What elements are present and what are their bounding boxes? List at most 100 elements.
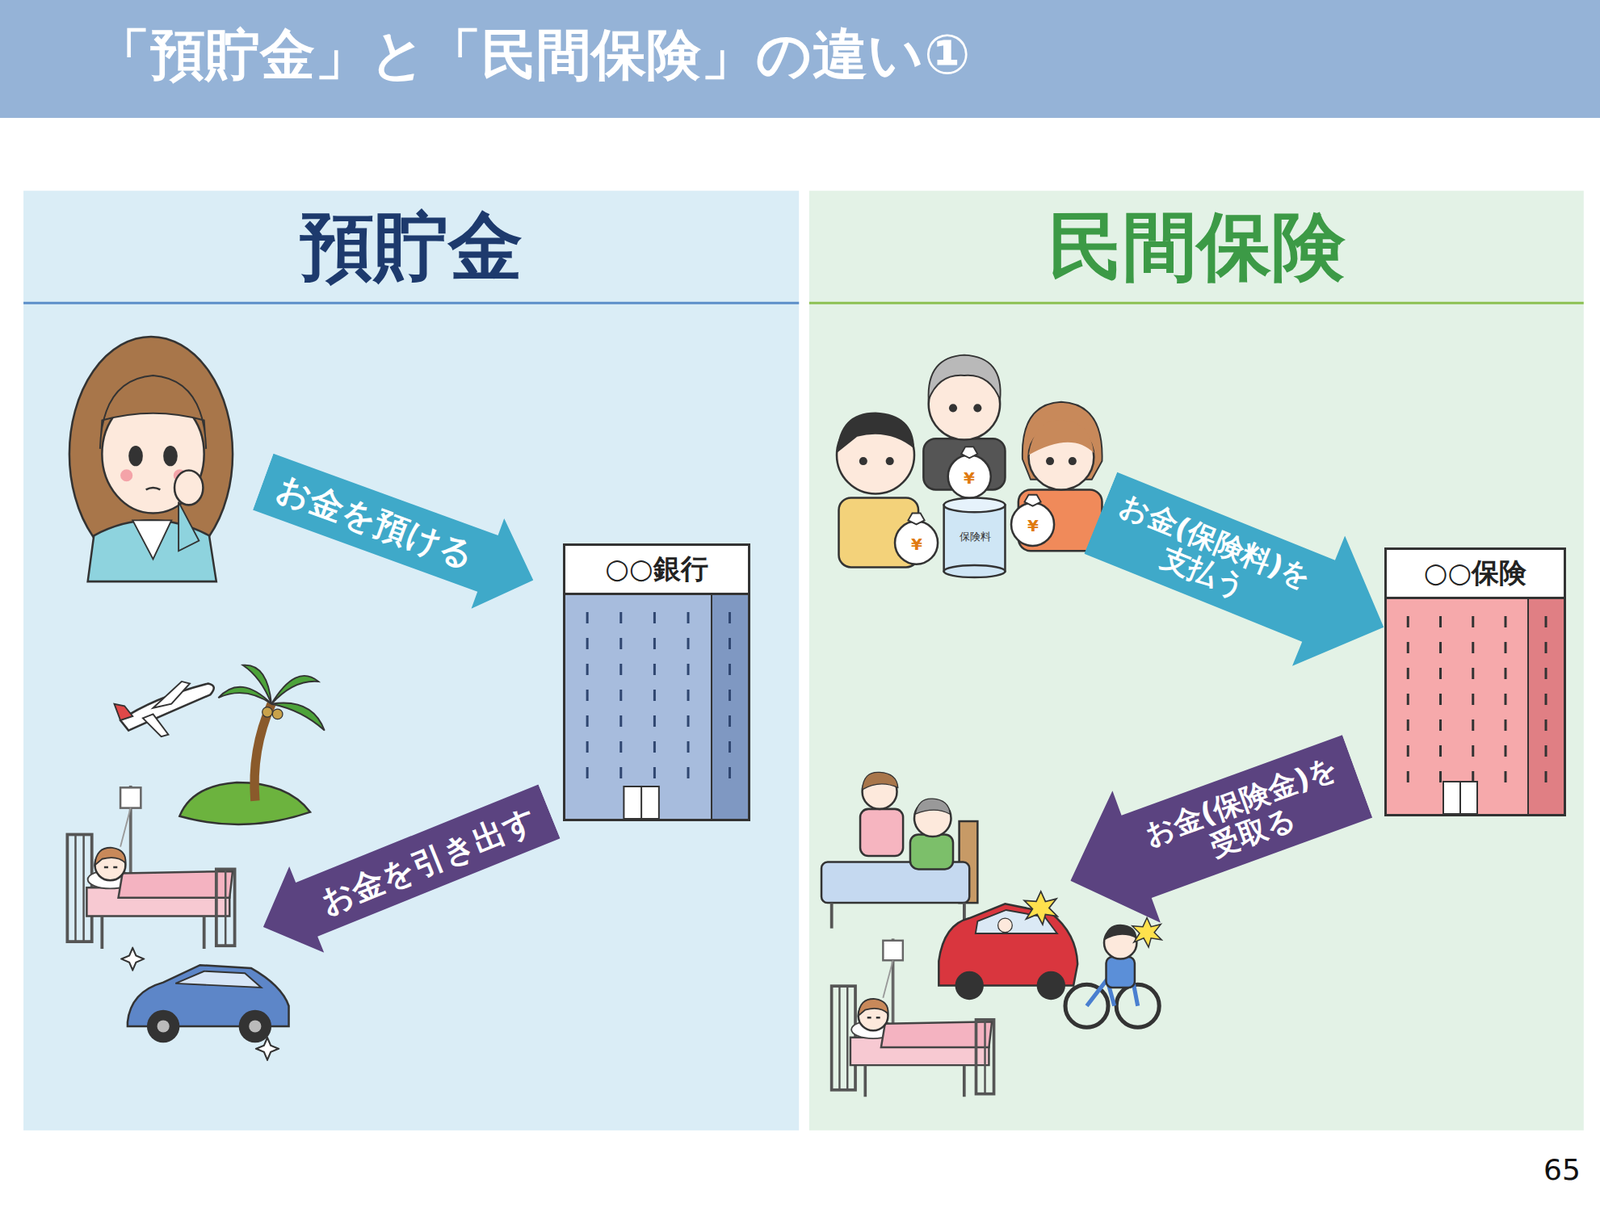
building-facade-part	[619, 767, 622, 779]
palm-island-part	[262, 707, 273, 719]
panel: お金(保険料)を 支払う○○保険お金(保険金)を 受取る民間保険	[809, 190, 1584, 1131]
building-facade-part	[1504, 771, 1508, 783]
woman-figure-part	[100, 375, 206, 450]
blue-car-part	[157, 1020, 170, 1033]
bicycle-kid-part	[1116, 984, 1160, 1028]
palm-island-part	[271, 676, 319, 705]
premium-can-part	[944, 565, 1006, 578]
label-holder: 65	[1543, 1154, 1581, 1187]
building-facade-part	[1504, 719, 1508, 731]
building-facade-part	[1439, 719, 1442, 731]
building-facade-part	[1439, 642, 1442, 654]
building-facade-part	[1545, 719, 1548, 731]
building-facade-part	[623, 786, 659, 819]
building-facade-part	[1545, 771, 1548, 783]
blue-car-part	[248, 1020, 261, 1033]
title-holder: 「預貯金」と「民間保険」の違い①	[95, 19, 971, 91]
label-holder: ¥	[911, 535, 923, 554]
care-bed-part	[915, 798, 950, 815]
premium-can-part	[944, 498, 1006, 513]
palm-island-part	[218, 687, 272, 705]
building: ○○銀行	[562, 543, 751, 822]
building-facade-part	[1406, 745, 1410, 757]
bicycle-kid-part	[1104, 924, 1137, 941]
care-bed-part	[910, 834, 954, 870]
arrow-shape: お金(保険料)を 支払う	[1074, 448, 1411, 693]
palm-island-part	[272, 709, 283, 720]
label-holder: ¥	[1027, 516, 1039, 535]
plane-icon-part	[153, 681, 190, 709]
building-facade-part	[653, 741, 656, 753]
illustration-part-part	[256, 1037, 279, 1061]
building-facade-part	[1504, 616, 1508, 628]
building: ○○保険	[1384, 547, 1567, 817]
arrow-shape: お金を引き出す	[245, 768, 567, 971]
arrow-body-part	[246, 436, 550, 626]
building-facade-part	[1471, 642, 1475, 654]
woman-figure-part	[163, 445, 178, 467]
building-facade-part	[619, 663, 622, 676]
building-facade-part	[619, 612, 622, 624]
plane-icon-part	[142, 713, 169, 737]
building-facade-part	[1545, 616, 1548, 628]
building-facade-part	[1406, 616, 1410, 628]
building-facade-part	[687, 767, 690, 779]
illustration-part-part	[67, 785, 235, 950]
arrow-label: お金を引き出す	[313, 799, 543, 922]
building-facade-part	[728, 741, 731, 753]
money-bags	[894, 446, 1055, 564]
building-facade-part	[1471, 667, 1475, 680]
insurance-panel-ground	[809, 190, 1584, 1131]
panel: お金を預ける○○銀行お金を引き出す預貯金	[23, 190, 799, 1131]
three-people-part	[949, 403, 958, 412]
arrow-body-part	[1046, 710, 1382, 948]
building-facade-part	[687, 715, 690, 727]
insurance-panel-ground-part	[809, 190, 1584, 1131]
building-facade-part	[1545, 693, 1548, 706]
building-facade-part	[1504, 667, 1508, 680]
woman-figure-part	[178, 502, 199, 552]
building-facade-part	[1406, 667, 1410, 680]
building-name: ○○銀行	[565, 545, 748, 596]
money-bags-part	[948, 454, 992, 498]
page-number: 65	[1543, 1154, 1581, 1187]
building-facade-part	[1439, 745, 1442, 757]
palm-island-part	[179, 782, 311, 825]
three-people-part	[1028, 419, 1095, 455]
can-label: 保険料	[959, 531, 992, 543]
illustration-part-part	[1024, 891, 1058, 925]
money-bags-part	[1011, 503, 1055, 546]
woman-figure-part	[120, 469, 133, 482]
red-car-part	[998, 918, 1013, 933]
building-facade-part	[1439, 616, 1442, 628]
building-facade-part	[1471, 719, 1475, 731]
building-facade-part	[728, 715, 731, 727]
three-people-part	[886, 457, 895, 466]
building-facade-part	[1504, 693, 1508, 706]
woman-figure-part	[132, 520, 172, 559]
building-facade-part	[1545, 745, 1548, 757]
three-people-part	[836, 411, 915, 454]
illustration-part	[23, 190, 1584, 1131]
care-bed	[821, 772, 978, 929]
building-facade-part	[1406, 719, 1410, 731]
building-facade-part	[586, 663, 589, 676]
blue-car-part	[175, 971, 261, 988]
money-bags-part	[961, 446, 978, 458]
building-facade-part	[619, 741, 622, 753]
illustration-part-part	[121, 948, 144, 971]
woman-figure-part	[146, 487, 161, 491]
red-car-part	[1037, 971, 1066, 1000]
building-facade-part	[653, 612, 656, 624]
care-bed-part	[862, 772, 899, 790]
arrow-label: お金(保険料)を 支払う	[1101, 487, 1318, 627]
illustration-part-part	[1132, 918, 1162, 948]
label-holder: 保険料	[959, 531, 992, 543]
woman-figure-part	[174, 470, 203, 505]
money-bags-part	[894, 521, 938, 565]
insurance-panel-ground-part	[809, 302, 1584, 305]
panel-heading: 預貯金	[23, 190, 799, 303]
building-facade-part	[653, 689, 656, 702]
